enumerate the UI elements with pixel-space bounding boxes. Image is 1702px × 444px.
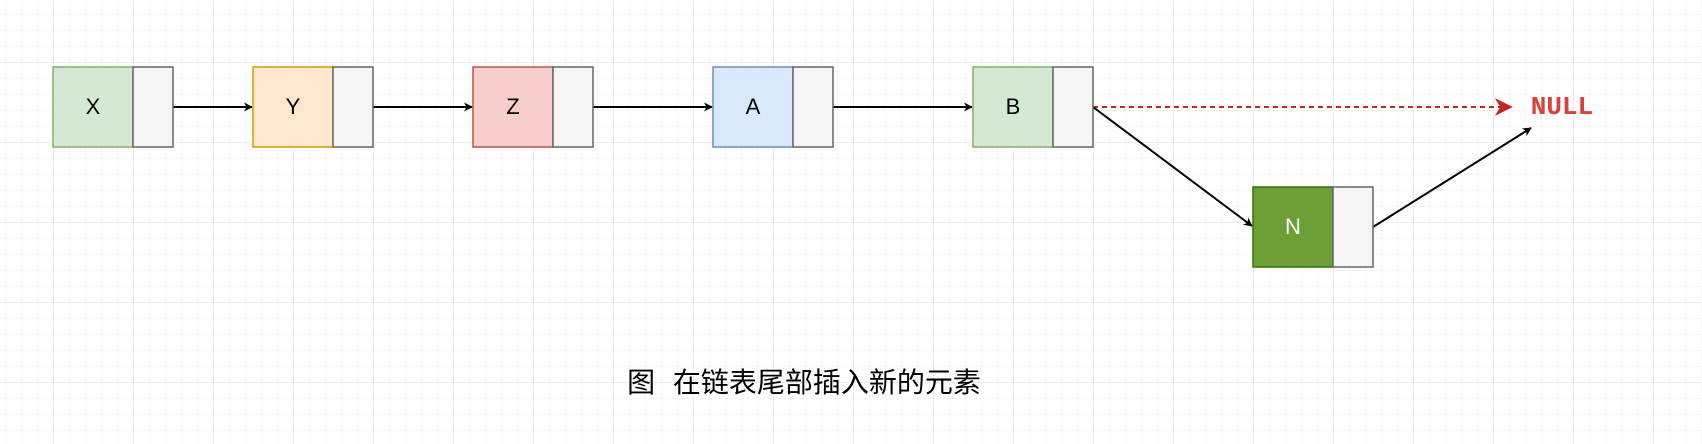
node-b-label: B bbox=[1006, 94, 1021, 119]
edges bbox=[173, 98, 1532, 228]
node-n-label: N bbox=[1285, 214, 1301, 239]
node-y: Y bbox=[252, 66, 374, 148]
edge-n-to-null bbox=[1372, 127, 1532, 228]
node-x-data-box bbox=[52, 66, 134, 148]
figure-caption: 图 在链表尾部插入新的元素 bbox=[627, 366, 981, 399]
node-x: X bbox=[52, 66, 174, 148]
node-n-data-box bbox=[1252, 186, 1334, 268]
node-y-pointer-box bbox=[332, 66, 374, 148]
node-a-pointer-box bbox=[792, 66, 834, 148]
node-a: A bbox=[712, 66, 834, 148]
node-x-label: X bbox=[86, 94, 101, 119]
node-y-data-box bbox=[252, 66, 334, 148]
node-n: N bbox=[1252, 186, 1374, 268]
null-label: NULL bbox=[1531, 92, 1593, 122]
node-b-data-box bbox=[972, 66, 1054, 148]
node-z-label: Z bbox=[506, 94, 519, 119]
edge-b-to-n bbox=[1092, 106, 1253, 227]
node-x-pointer-box bbox=[132, 66, 174, 148]
node-z-pointer-box bbox=[552, 66, 594, 148]
node-a-label: A bbox=[746, 94, 761, 119]
node-n-pointer-box bbox=[1332, 186, 1374, 268]
node-z-data-box bbox=[472, 66, 554, 148]
node-y-label: Y bbox=[286, 94, 301, 119]
node-b: B bbox=[972, 66, 1094, 148]
node-b-pointer-box bbox=[1052, 66, 1094, 148]
node-z: Z bbox=[472, 66, 594, 148]
